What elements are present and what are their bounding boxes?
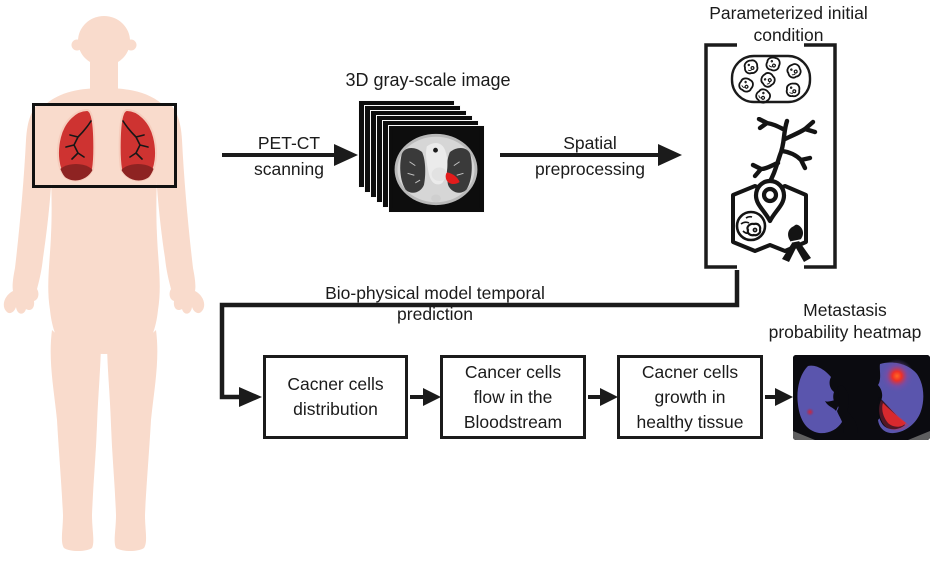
box1-box2-arrow [410, 388, 441, 406]
chest-roi-rectangle [32, 103, 177, 188]
box-line: Cacner cells [641, 361, 739, 382]
initial-condition-bracket-frame [704, 43, 837, 269]
human-body-silhouette [3, 16, 205, 551]
ct-axial-image [392, 129, 480, 208]
box-line: Bloodstream [463, 411, 563, 432]
biophysical-arrow-label: Bio-physical model temporal prediction [325, 283, 545, 325]
initial-condition-title-1: Parameterized initial [709, 3, 868, 23]
box3-heatmap-arrow [765, 388, 793, 406]
metastasis-heatmap-image [793, 355, 930, 440]
ct-stack-title: 3D gray-scale image [345, 70, 511, 90]
box-line: Cacner cells [287, 374, 384, 394]
tumor-highlight [445, 172, 460, 185]
ct-slice-stack [358, 100, 488, 216]
box-line: Cancer cells [464, 361, 562, 382]
spatial-arrow-label-1: Spatial [563, 133, 617, 153]
spatial-arrow-label-2: preprocessing [535, 159, 645, 179]
heatmap-title-2: probability heatmap [768, 322, 922, 342]
model-box-distribution: Cacner cells distribution [263, 355, 408, 439]
location-pin-icon [753, 178, 787, 224]
box2-box3-arrow [588, 388, 618, 406]
lungs-icon [56, 108, 158, 182]
initial-condition-title-2: condition [753, 25, 824, 45]
box-line: growth in [654, 386, 726, 407]
box-line: flow in the [473, 386, 553, 407]
map-icon [731, 178, 811, 262]
cancer-cells-capsule-icon [730, 54, 812, 104]
heatmap-title-1: Metastasis [803, 300, 887, 320]
model-box-bloodstream: Cancer cells flow in the Bloodstream [440, 355, 586, 439]
box-line: healthy tissue [636, 411, 744, 432]
box-line: distribution [293, 399, 378, 419]
awareness-ribbon-icon [782, 224, 811, 262]
cell-icon [735, 210, 767, 242]
petct-arrow-label-1: PET-CT [257, 133, 321, 153]
ct-slice-front [388, 125, 485, 213]
ribbon-fold-line [790, 239, 802, 243]
petct-arrow-label-2: scanning [253, 159, 325, 179]
model-box-growth: Cacner cells growth in healthy tissue [617, 355, 763, 439]
